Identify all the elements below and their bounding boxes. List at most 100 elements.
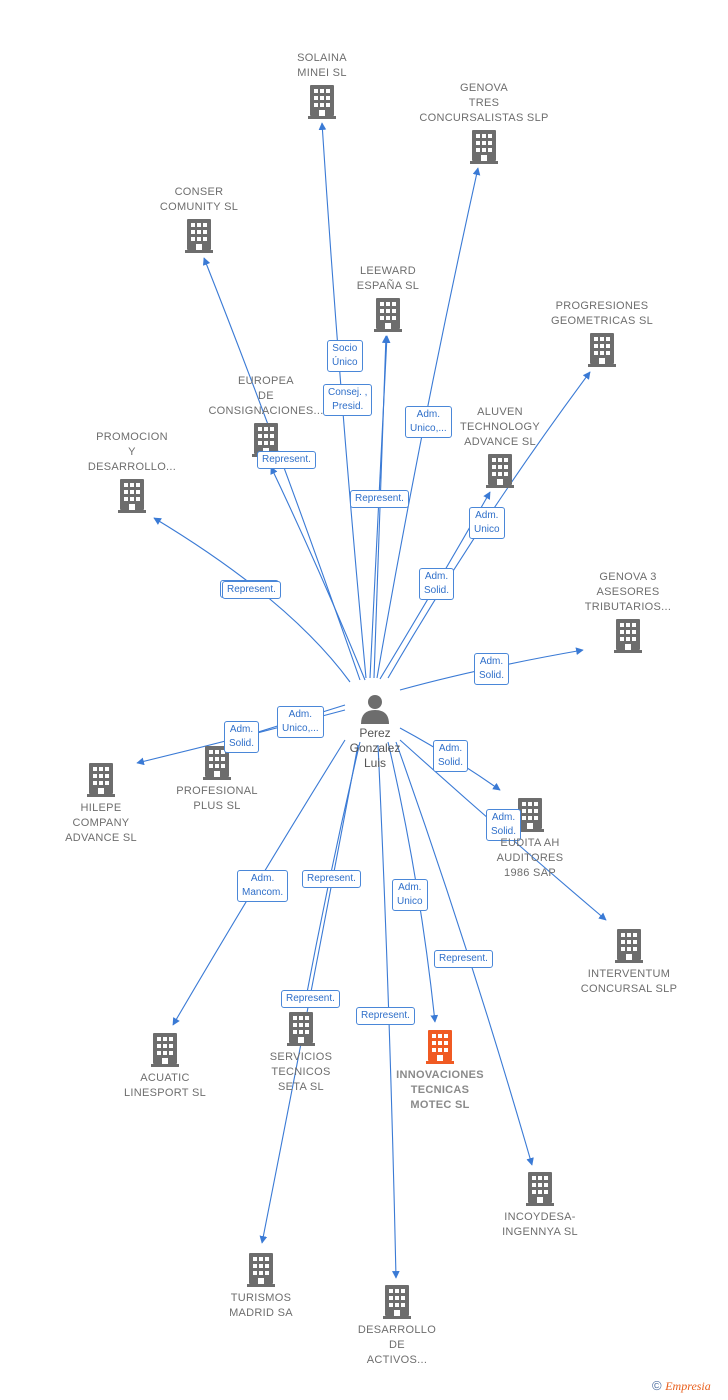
nodes-layer bbox=[87, 85, 643, 1319]
company-label-incoydesa[interactable]: INCOYDESA-INGENNYA SL bbox=[455, 1210, 625, 1240]
building-icon[interactable] bbox=[614, 619, 642, 653]
edge-line-europea bbox=[270, 466, 366, 681]
building-icon[interactable] bbox=[118, 479, 146, 513]
company-label-line: INCOYDESA- bbox=[504, 1211, 576, 1223]
person-label-line: Luis bbox=[363, 756, 386, 770]
building-icon[interactable] bbox=[87, 763, 115, 797]
edge-label-servicios[interactable]: Represent. bbox=[302, 870, 361, 888]
company-label-line: EUROPEA bbox=[238, 375, 294, 387]
edge-label-line: Represent. bbox=[227, 584, 276, 595]
edge-label-europea[interactable]: Represent. bbox=[257, 451, 316, 469]
building-icon[interactable] bbox=[470, 130, 498, 164]
edge-label-turismos[interactable]: Represent. bbox=[281, 990, 340, 1008]
company-label-line: ADVANCE SL bbox=[464, 436, 536, 448]
company-label-line: PROMOCION bbox=[96, 431, 168, 443]
building-icon[interactable] bbox=[615, 929, 643, 963]
edge-label-acuatic[interactable]: Adm.Mancom. bbox=[237, 870, 289, 902]
edge-label-hilepe[interactable]: Adm.Solid. bbox=[224, 721, 260, 753]
building-icon[interactable] bbox=[185, 219, 213, 253]
edge-line-desarrollo bbox=[377, 744, 400, 1279]
company-label-line: AUDITORES bbox=[496, 852, 564, 864]
edge-label-line: Mancom. bbox=[242, 887, 284, 898]
edge-label-eudita[interactable]: Adm.Solid. bbox=[433, 740, 469, 772]
edge-label-line: Adm. bbox=[398, 882, 422, 893]
edge-label-genova3[interactable]: Adm.Solid. bbox=[474, 653, 510, 685]
company-label-line: LINESPORT SL bbox=[123, 1087, 207, 1099]
company-label-line: SETA SL bbox=[278, 1081, 324, 1093]
edge-label-innovaciones[interactable]: Adm.Unico bbox=[392, 879, 428, 911]
building-icon[interactable] bbox=[247, 1253, 275, 1287]
edge-label-leeward[interactable]: Consej. ,Presid. bbox=[323, 384, 373, 416]
edge-label-line: Solid. bbox=[424, 585, 450, 596]
edge-label-desarrollo[interactable]: Represent. bbox=[356, 1007, 415, 1025]
company-label-line: ASESORES bbox=[596, 586, 660, 598]
company-label-turismos[interactable]: TURISMOS MADRID SA bbox=[176, 1291, 346, 1321]
company-label-line: ACTIVOS... bbox=[366, 1354, 428, 1366]
company-label-line: ACUATIC bbox=[140, 1072, 190, 1084]
building-icon[interactable] bbox=[287, 1012, 315, 1046]
person-icon[interactable] bbox=[361, 695, 389, 724]
company-label-line: ESPAÑA SL bbox=[356, 280, 420, 292]
company-label-line: COMPANY bbox=[72, 817, 130, 829]
edge-label-genova-tres[interactable]: Adm.Unico,... bbox=[405, 406, 452, 438]
person-label-line: Perez bbox=[359, 726, 391, 740]
footer: © Empresia bbox=[652, 1378, 711, 1394]
edge-line-leeward bbox=[369, 335, 391, 679]
company-label-progresiones[interactable]: PROGRESIONES GEOMETRICAS SL bbox=[517, 299, 687, 329]
company-label-acuatic[interactable]: ACUATIC LINESPORT SL bbox=[80, 1071, 250, 1101]
edge-label-progresiones[interactable]: Adm. Solid. bbox=[419, 568, 455, 600]
edge-label-line: Represent. bbox=[361, 1010, 410, 1021]
building-icon[interactable] bbox=[151, 1033, 179, 1067]
company-label-line: TECNICAS bbox=[410, 1084, 470, 1096]
company-label-line: DESARROLLO bbox=[357, 1324, 437, 1336]
company-label-desarrollo[interactable]: DESARROLLO DE ACTIVOS... bbox=[312, 1323, 482, 1368]
company-label-line: DE bbox=[389, 1339, 405, 1351]
building-icon[interactable] bbox=[374, 298, 402, 332]
building-icon[interactable] bbox=[308, 85, 336, 119]
company-label-line: CONCURSAL SLP bbox=[580, 983, 678, 995]
company-label-line: COMUNITY SL bbox=[159, 201, 239, 213]
edge-label-leeward[interactable]: Represent. bbox=[350, 490, 409, 508]
brand-logo: Empresia bbox=[665, 1379, 711, 1393]
edge-label-line: Adm. bbox=[491, 812, 516, 823]
edge-label-line: Adm. bbox=[416, 409, 441, 420]
edge-label-line: Adm. bbox=[424, 571, 449, 582]
company-label-line: PROGRESIONES bbox=[555, 300, 649, 312]
edge-label-interventum[interactable]: Adm.Solid. bbox=[486, 809, 522, 841]
company-label-line: MADRID SA bbox=[229, 1307, 293, 1319]
company-label-line: ALUVEN bbox=[477, 406, 523, 418]
edge-label-aluven[interactable]: Adm.Unico bbox=[469, 507, 505, 539]
company-label-line: TECNICOS bbox=[271, 1066, 331, 1078]
edge-label-incoydesa[interactable]: Represent. bbox=[434, 950, 493, 968]
edge-label-promocion[interactable]: Represent. bbox=[222, 581, 281, 599]
company-label-line: TURISMOS bbox=[230, 1292, 292, 1304]
company-label-line: EUDITA AH bbox=[500, 837, 560, 849]
building-icon[interactable] bbox=[383, 1285, 411, 1319]
building-icon[interactable] bbox=[588, 333, 616, 367]
company-label-line: GENOVA 3 bbox=[599, 571, 657, 583]
company-label-line: GEOMETRICAS SL bbox=[551, 315, 653, 327]
person-label-line: Gonzalez bbox=[349, 741, 401, 755]
edge-label-profesional[interactable]: Adm.Unico,... bbox=[277, 706, 324, 738]
edge-label-line: Solid. bbox=[438, 757, 464, 768]
building-icon[interactable] bbox=[426, 1030, 454, 1064]
edge-label-line: Adm. bbox=[479, 656, 504, 667]
building-icon[interactable] bbox=[486, 454, 514, 488]
building-icon[interactable] bbox=[526, 1172, 554, 1206]
